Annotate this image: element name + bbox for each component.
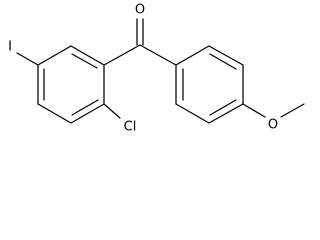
bond <box>209 99 237 116</box>
bond <box>175 45 210 66</box>
bonds <box>16 18 305 124</box>
bond <box>175 103 210 124</box>
bond <box>139 44 177 66</box>
bond <box>209 53 237 70</box>
bond <box>280 103 305 118</box>
bond <box>70 103 105 124</box>
bond <box>208 103 244 124</box>
bond <box>71 53 98 69</box>
carbonyl-oxygen-label: O <box>135 3 145 18</box>
chlorine-label: Cl <box>124 120 137 135</box>
bond <box>208 45 244 66</box>
bond <box>103 103 121 119</box>
bond <box>70 45 105 66</box>
bond <box>103 44 141 66</box>
methoxy-oxygen-label: O <box>268 118 278 133</box>
bond <box>37 45 72 66</box>
bond <box>242 103 266 118</box>
chemical-structure: I O Cl O <box>8 3 305 135</box>
bond <box>16 52 39 66</box>
bond <box>37 103 72 124</box>
iodine-label: I <box>8 40 12 55</box>
bond <box>71 99 99 116</box>
atom-labels: I O Cl O <box>8 3 278 135</box>
